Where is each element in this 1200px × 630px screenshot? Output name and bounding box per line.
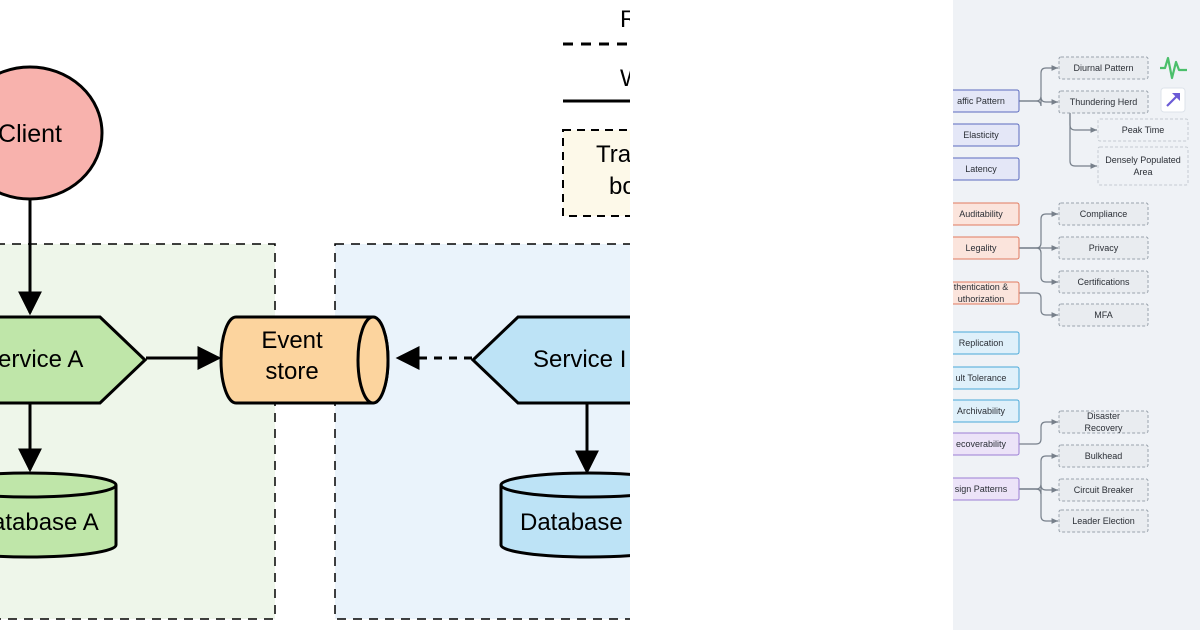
attr-auditability: Auditability bbox=[953, 202, 1020, 226]
attr-mfa-label: MFA bbox=[1094, 310, 1113, 320]
service-a-node bbox=[0, 315, 148, 405]
attr-disaster-recovery-label: Disaster bbox=[1087, 411, 1120, 421]
attr-densely-populated-area-label: Densely Populated bbox=[1105, 155, 1181, 165]
database-a-node bbox=[0, 485, 118, 559]
attr-thentication-uthorization-label: uthorization bbox=[958, 294, 1005, 304]
attr-ult-tolerance: ult Tolerance bbox=[953, 366, 1020, 390]
tree-connector bbox=[1019, 488, 1058, 524]
attr-privacy: Privacy bbox=[1058, 236, 1149, 260]
legend-box-label-line1: Tra bbox=[596, 141, 630, 168]
pulse-icon bbox=[1160, 56, 1187, 80]
architecture-svg: R W Tra bo Client ervice A Event store S… bbox=[0, 6, 630, 620]
tree-connector bbox=[1019, 96, 1058, 107]
tree-connector bbox=[1019, 65, 1058, 102]
tree-connector bbox=[1019, 211, 1058, 249]
attr-sign-patterns-label: sign Patterns bbox=[955, 484, 1008, 494]
attr-replication-label: Replication bbox=[959, 338, 1004, 348]
client-node bbox=[0, 65, 104, 201]
attr-latency: Latency bbox=[953, 157, 1020, 181]
attr-thundering-herd: Thundering Herd bbox=[1058, 90, 1149, 114]
event-store-label-line1: Event bbox=[261, 327, 323, 354]
attr-auditability-label: Auditability bbox=[959, 209, 1003, 219]
attr-peak-time-label: Peak Time bbox=[1122, 125, 1165, 135]
event-store-cap bbox=[356, 315, 390, 405]
attr-latency-label: Latency bbox=[965, 164, 997, 174]
attr-replication: Replication bbox=[953, 331, 1020, 355]
attr-thentication-uthorization: thentication & uthorization bbox=[953, 281, 1020, 305]
attr-elasticity: Elasticity bbox=[953, 123, 1020, 147]
tree-edges bbox=[1019, 65, 1097, 524]
database-b-node bbox=[499, 485, 630, 559]
tree-connector bbox=[1019, 453, 1058, 490]
trend-arrow-icon bbox=[1160, 87, 1186, 113]
database-a-label: atabase A bbox=[0, 509, 99, 536]
attr-legality: Legality bbox=[953, 236, 1020, 260]
legend-solid-label: W bbox=[620, 65, 630, 92]
attr-ult-tolerance-label: ult Tolerance bbox=[956, 373, 1007, 383]
attr-compliance-label: Compliance bbox=[1080, 209, 1128, 219]
attr-bulkhead-label: Bulkhead bbox=[1085, 451, 1123, 461]
attr-mfa: MFA bbox=[1058, 303, 1149, 327]
attr-circuit-breaker: Circuit Breaker bbox=[1058, 478, 1149, 502]
attr-diurnal-pattern: Diurnal Pattern bbox=[1058, 56, 1149, 80]
legend-box-label-line2: bo bbox=[609, 173, 630, 200]
service-a-label: ervice A bbox=[0, 346, 83, 373]
attr-peak-time: Peak Time bbox=[1097, 118, 1189, 142]
tree-connector bbox=[1019, 419, 1058, 445]
attr-affic-pattern: affic Pattern bbox=[953, 89, 1020, 113]
attr-archivability-label: Archivability bbox=[957, 406, 1006, 416]
boundary-a bbox=[0, 243, 276, 620]
attr-disaster-recovery-label: Recovery bbox=[1084, 423, 1123, 433]
database-b-top bbox=[499, 471, 630, 499]
attr-archivability: Archivability bbox=[953, 399, 1020, 423]
tree-connector bbox=[1019, 247, 1058, 285]
attr-privacy-label: Privacy bbox=[1089, 243, 1119, 253]
tree-connector bbox=[1069, 113, 1097, 169]
event-store-label-line2: store bbox=[265, 358, 318, 385]
attr-leader-election-label: Leader Election bbox=[1072, 516, 1135, 526]
attr-elasticity-label: Elasticity bbox=[963, 130, 999, 140]
legend-boundary-box bbox=[562, 129, 630, 217]
attr-bulkhead: Bulkhead bbox=[1058, 444, 1149, 468]
attr-ecoverability: ecoverability bbox=[953, 432, 1020, 456]
tree-connector bbox=[1019, 292, 1058, 318]
attr-leader-election: Leader Election bbox=[1058, 509, 1149, 533]
client-label: Client bbox=[0, 120, 62, 148]
attr-certifications: Certifications bbox=[1058, 270, 1149, 294]
attr-densely-populated-area-label: Area bbox=[1133, 167, 1152, 177]
attr-thentication-uthorization-label: thentication & bbox=[954, 282, 1009, 292]
attr-diurnal-pattern-label: Diurnal Pattern bbox=[1073, 63, 1133, 73]
attr-affic-pattern-label: affic Pattern bbox=[957, 96, 1005, 106]
legend-dashed-label: R bbox=[620, 6, 630, 33]
attr-thundering-herd-label: Thundering Herd bbox=[1070, 97, 1138, 107]
service-b-node bbox=[470, 315, 630, 405]
attr-legality-label: Legality bbox=[965, 243, 997, 253]
service-b-label: Service I bbox=[533, 346, 626, 373]
attr-certifications-label: Certifications bbox=[1077, 277, 1130, 287]
attr-ecoverability-label: ecoverability bbox=[956, 439, 1007, 449]
attr-circuit-breaker-label: Circuit Breaker bbox=[1074, 485, 1134, 495]
attr-sign-patterns: sign Patterns bbox=[953, 477, 1020, 501]
architecture-diagram: R W Tra bo Client ervice A Event store S… bbox=[0, 6, 630, 620]
attr-compliance: Compliance bbox=[1058, 202, 1149, 226]
tree-connector bbox=[1069, 113, 1097, 133]
database-b-label: Database bbox=[520, 509, 623, 536]
database-a-top bbox=[0, 471, 118, 499]
